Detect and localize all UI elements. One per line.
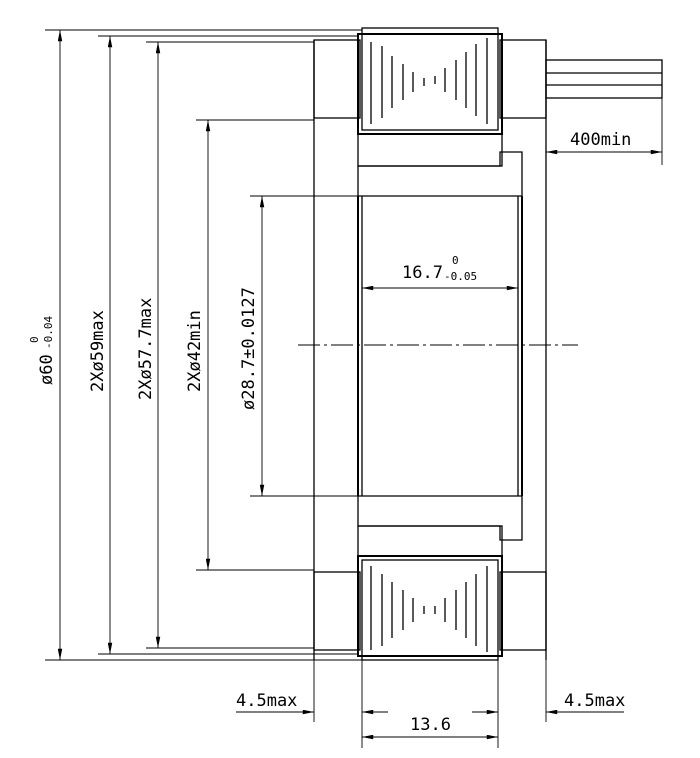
dia-57-label: 2Xø57.7max [136, 298, 156, 400]
coil-width-label: 13.6 [410, 715, 451, 735]
outer-dia-label: ø60 [37, 354, 57, 385]
bottom-coil-section [313, 495, 547, 661]
outer-dia-lower-tol: -0.04 [42, 316, 55, 349]
housing-outline [313, 40, 547, 660]
dia-42-label: 2Xø42min [185, 310, 205, 392]
coil-block-top [361, 27, 499, 131]
bore-label: ø28.7±0.0127 [239, 287, 259, 410]
left-offset-label: 4.5max [236, 691, 297, 711]
winding-grid-right-bottom [499, 571, 547, 651]
winding-grid-left-bottom [313, 571, 361, 651]
extension-lines [45, 29, 663, 748]
top-coil-section [313, 27, 547, 197]
coil-block-bottom [361, 559, 499, 661]
bore [357, 196, 523, 496]
lead-wires [545, 59, 663, 99]
hatched-ring-top [357, 151, 523, 197]
dia-59-label: 2Xø59max [88, 310, 108, 392]
insulation-band-bottom [357, 525, 503, 557]
right-offset-label: 4.5max [564, 691, 625, 711]
width-label: 16.7 [402, 263, 443, 283]
winding-grid-left-top [313, 39, 361, 119]
winding-grid-right-top [499, 39, 547, 119]
width-lower-tol: -0.05 [444, 270, 477, 283]
insulation-band-top [357, 133, 503, 167]
hatched-ring-bottom [357, 495, 523, 541]
width-upper-tol: 0 [452, 254, 459, 267]
outer-dia-upper-tol: 0 [28, 336, 41, 343]
lead-length-label: 400min [570, 130, 631, 150]
